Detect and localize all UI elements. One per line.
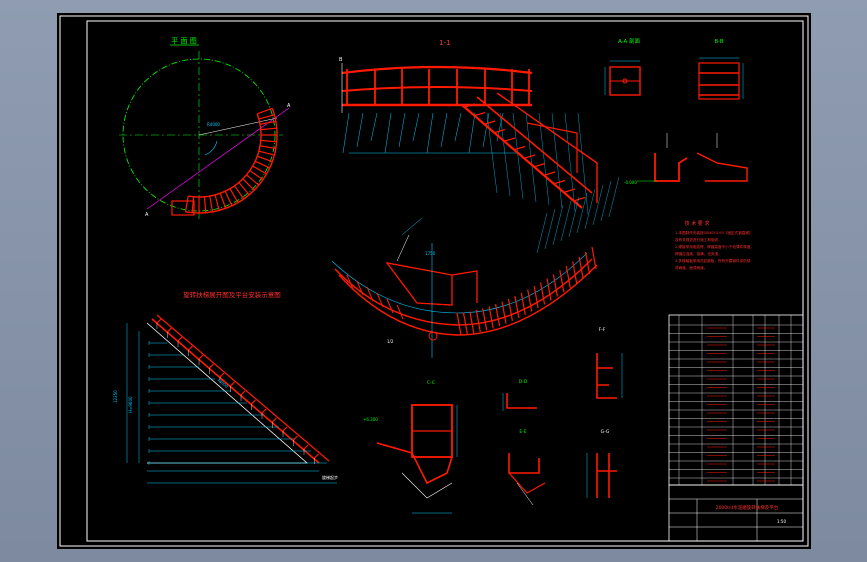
svg-text:1/2: 1/2 bbox=[387, 339, 394, 344]
elevation-dimensions bbox=[342, 112, 589, 215]
title-block: 2000t/d水泥磨旋转扶梯及平台 1:50 bbox=[668, 484, 804, 542]
detail-bb: B-B bbox=[698, 39, 744, 100]
outer-frame bbox=[59, 15, 809, 547]
technical-notes: 技 术 要 求 1.本图制作安装按GB4053-93《固定式钢直梯》 及有关规范… bbox=[675, 220, 754, 270]
svg-text:1750: 1750 bbox=[425, 251, 436, 256]
svg-text:-0.000: -0.000 bbox=[624, 180, 637, 185]
elevation-railing-posts bbox=[346, 69, 530, 105]
unfold-steps bbox=[156, 318, 319, 464]
notes-line-2: 及有关规范进行施工和验收。 bbox=[675, 237, 722, 242]
plan-spiral-stair bbox=[184, 107, 278, 214]
detail-ff: F-F bbox=[596, 327, 623, 399]
unfold-title: 旋转扶梯展开图及平台安装示意图 bbox=[183, 290, 281, 299]
label-g: G-G bbox=[601, 429, 610, 435]
svg-text:12250: 12250 bbox=[113, 390, 118, 403]
unfold-dimensions bbox=[126, 323, 337, 484]
title-block-scale: 1:50 bbox=[777, 519, 786, 524]
elevation-view: 1-1 B bbox=[339, 39, 598, 215]
svg-text:旋梯起步: 旋梯起步 bbox=[322, 474, 338, 480]
svg-text:B: B bbox=[339, 57, 343, 63]
notes-line-4: 焊缝应连续、饱满、无夹渣。 bbox=[675, 251, 722, 256]
parts-table-grid bbox=[669, 315, 803, 485]
detail-bb-title: B-B bbox=[714, 39, 724, 45]
notes-line-1: 1.本图制作安装按GB4053-93《固定式钢直梯》 bbox=[675, 230, 753, 235]
svg-text:A: A bbox=[287, 103, 291, 109]
svg-text:H=9600: H=9600 bbox=[128, 396, 133, 413]
label-e: E-E bbox=[519, 429, 526, 435]
elevation-title: 1-1 bbox=[439, 39, 450, 47]
detail-cc: C-C +6.300 bbox=[363, 380, 458, 514]
cad-drawing: 平 面 图 R4000 A A 1-1 bbox=[59, 15, 809, 547]
spiral-elevation: 1750 1/2 bbox=[331, 176, 620, 358]
unfold-diagram: 12250 H=9600 13000 旋梯起步 bbox=[113, 314, 338, 484]
plan-view: 平 面 图 R4000 A A bbox=[119, 37, 291, 219]
label-c: C-C bbox=[427, 380, 435, 386]
title-block-title: 2000t/d水泥磨旋转扶梯及平台 bbox=[716, 504, 779, 511]
detail-aa: A-A 剖面 bbox=[604, 37, 641, 96]
drawing-sheet: 平 面 图 R4000 A A 1-1 bbox=[57, 13, 811, 549]
detail-ee: E-E bbox=[508, 429, 546, 506]
svg-text:R4000: R4000 bbox=[207, 122, 220, 127]
detail-bracket: -0.000 bbox=[624, 133, 748, 185]
notes-line-6: 漆两道，面漆两道。 bbox=[675, 265, 707, 270]
svg-text:A: A bbox=[145, 212, 149, 218]
detail-dd: D-D bbox=[502, 379, 537, 411]
detail-aa-title: A-A 剖面 bbox=[618, 37, 641, 45]
spiral-treads bbox=[346, 176, 620, 336]
label-d: D-D bbox=[519, 379, 528, 385]
plan-view-title: 平 面 图 bbox=[171, 37, 196, 45]
svg-text:+6.300: +6.300 bbox=[363, 417, 378, 422]
notes-line-3: 2.焊接采用电弧焊，焊缝高度不小于较薄件厚度， bbox=[675, 244, 754, 249]
label-f: F-F bbox=[599, 327, 606, 333]
notes-line-5: 3.扶梯踏板采用花纹钢板，所有外露钢件涂防锈 bbox=[675, 258, 751, 263]
inner-frame bbox=[86, 20, 804, 542]
detail-gg: G-G bbox=[586, 429, 617, 498]
parts-table bbox=[668, 314, 804, 486]
notes-heading: 技 术 要 求 bbox=[685, 220, 710, 227]
svg-text:13000: 13000 bbox=[216, 377, 229, 389]
elevation-stair-steps bbox=[464, 103, 586, 202]
